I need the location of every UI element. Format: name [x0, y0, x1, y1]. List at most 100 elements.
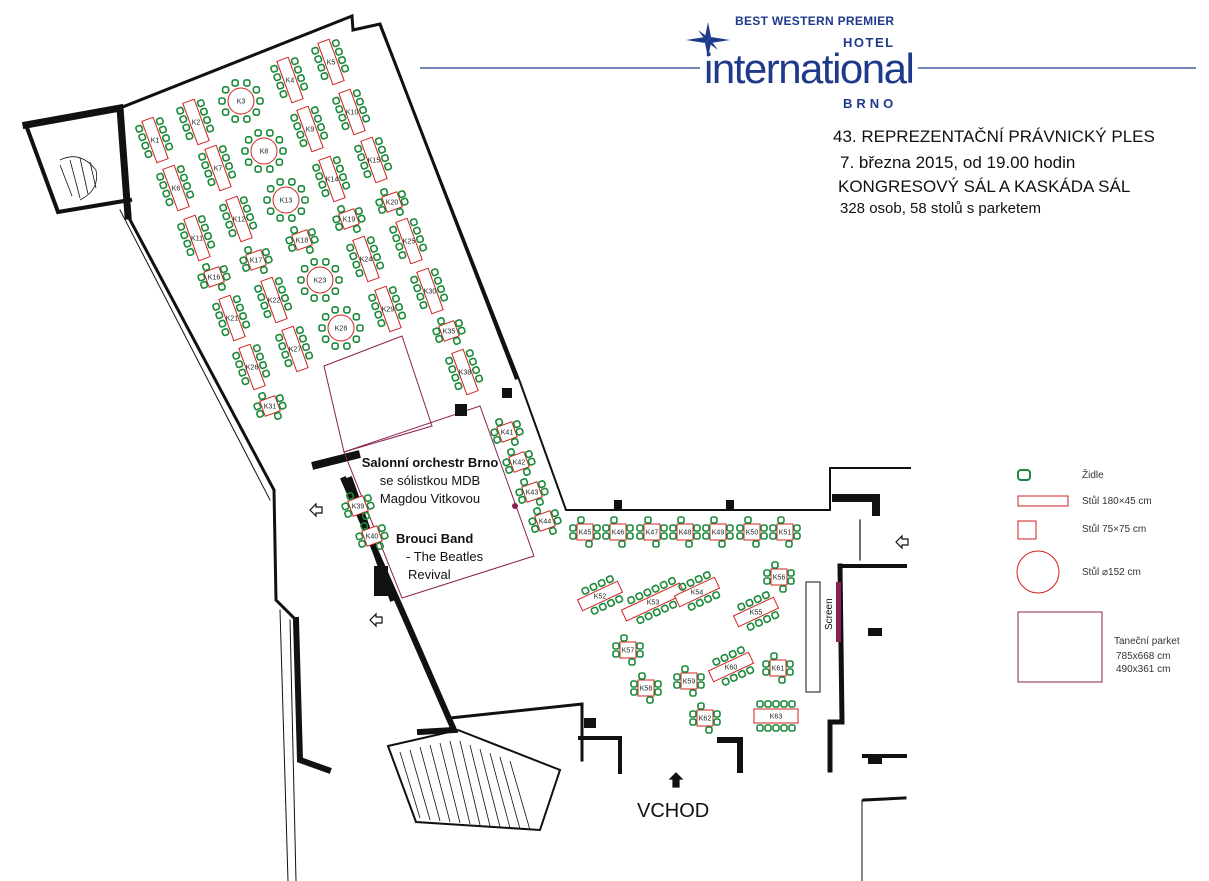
staircase-top-left — [59, 156, 98, 201]
legend-long-table-label: Stůl 180×45 cm — [1082, 496, 1152, 507]
table-k44 — [528, 507, 562, 535]
screen-label: Screen — [824, 598, 835, 630]
table-k10 — [332, 88, 371, 136]
band-line1: - The Beatles — [406, 549, 484, 564]
table-label: K56 — [773, 575, 786, 582]
dance-floor-2 — [343, 405, 535, 599]
table-label: K49 — [712, 530, 725, 537]
legend-square-table-icon — [1017, 520, 1037, 540]
table-label: K17 — [250, 258, 263, 265]
table-label: K28 — [335, 326, 348, 333]
table-label: K41 — [501, 430, 514, 437]
table-k35 — [432, 317, 466, 345]
table-label: K23 — [314, 278, 327, 285]
table-k2 — [176, 98, 215, 146]
table-label: K19 — [343, 217, 356, 224]
table-label: K60 — [725, 665, 738, 672]
table-label: K44 — [539, 519, 552, 526]
table-k39 — [341, 492, 375, 520]
table-label: K52 — [594, 594, 607, 601]
table-k56 — [763, 561, 795, 593]
legend-round-table-icon — [1016, 550, 1060, 594]
legend-long-table-icon — [1017, 495, 1069, 507]
table-k24 — [346, 235, 385, 283]
arrow-icon — [309, 502, 323, 518]
screen — [805, 581, 821, 693]
table-label: K10 — [346, 110, 359, 117]
table-label: K50 — [746, 530, 759, 537]
table-k12 — [219, 195, 258, 243]
table-k61 — [762, 652, 794, 684]
table-label: K9 — [306, 127, 315, 134]
table-k60 — [707, 646, 755, 686]
table-label: K48 — [679, 530, 692, 537]
legend-round-table-label: Stůl ⌀152 cm — [1082, 567, 1141, 578]
legend-square-table-label: Stůl 75×75 cm — [1082, 524, 1147, 535]
table-label: K43 — [526, 490, 539, 497]
table-k15 — [354, 136, 393, 184]
table-k41 — [490, 418, 524, 446]
legend-floor-icon — [1017, 611, 1103, 683]
screen-edge — [836, 582, 841, 642]
table-label: K21 — [226, 316, 239, 323]
table-label: K57 — [622, 648, 635, 655]
table-k57 — [612, 634, 644, 666]
table-label: K40 — [366, 534, 379, 541]
table-k46 — [602, 516, 634, 548]
table-k23 — [297, 258, 343, 302]
brand-top-line: BEST WESTERN PREMIER — [735, 14, 895, 28]
table-k16 — [197, 263, 231, 291]
table-label: K6 — [172, 186, 181, 193]
brand-city: BRNO — [843, 96, 898, 111]
band-line2: Revival — [408, 567, 451, 582]
table-k8 — [241, 129, 287, 173]
table-k20 — [375, 188, 409, 216]
brand-name: international — [704, 45, 915, 92]
table-k40 — [355, 522, 389, 550]
table-label: K13 — [280, 198, 293, 205]
entrance-arrow-icon — [668, 772, 684, 788]
table-label: K27 — [289, 347, 302, 354]
table-k53 — [620, 576, 686, 625]
table-k5 — [311, 38, 350, 86]
table-label: K8 — [260, 149, 269, 156]
table-k58 — [630, 672, 662, 704]
table-k62 — [689, 702, 721, 734]
table-label: K45 — [579, 530, 592, 537]
table-k22 — [254, 276, 293, 324]
table-label: K15 — [368, 158, 381, 165]
table-k3 — [218, 79, 264, 123]
table-label: K22 — [268, 298, 281, 305]
table-label: K54 — [691, 590, 704, 597]
band-name: Brouci Band — [396, 531, 474, 546]
table-label: K5 — [327, 60, 336, 67]
table-k18 — [285, 226, 319, 254]
arrow-icon — [369, 612, 383, 628]
legend-floor-label: Taneční parket — [1114, 636, 1180, 647]
table-k43 — [515, 478, 549, 506]
table-label: K31 — [264, 404, 277, 411]
table-k63 — [753, 700, 799, 732]
legend-floor-dim1: 785x668 cm — [1116, 651, 1171, 662]
table-k28 — [318, 306, 364, 350]
event-date: 7. března 2015, od 19.00 hodin — [840, 153, 1076, 172]
table-label: K59 — [683, 679, 696, 686]
table-label: K38 — [459, 370, 472, 377]
table-k55 — [732, 591, 780, 631]
band-text: Brouci Band - The Beatles Revival — [396, 530, 483, 584]
table-k4 — [270, 56, 309, 104]
table-label: K35 — [443, 329, 456, 336]
table-label: K58 — [640, 686, 653, 693]
event-title: 43. REPREZENTAČNÍ PRÁVNICKÝ PLES — [833, 127, 1155, 146]
table-label: K18 — [296, 238, 309, 245]
table-k27 — [275, 325, 314, 373]
table-label: K53 — [647, 600, 660, 607]
table-k50 — [736, 516, 768, 548]
table-k26 — [232, 343, 271, 391]
table-label: K3 — [237, 99, 246, 106]
table-label: K61 — [772, 666, 785, 673]
legend-floor-dim2: 490x361 cm — [1116, 664, 1171, 675]
table-k54 — [673, 571, 721, 611]
table-label: K47 — [646, 530, 659, 537]
